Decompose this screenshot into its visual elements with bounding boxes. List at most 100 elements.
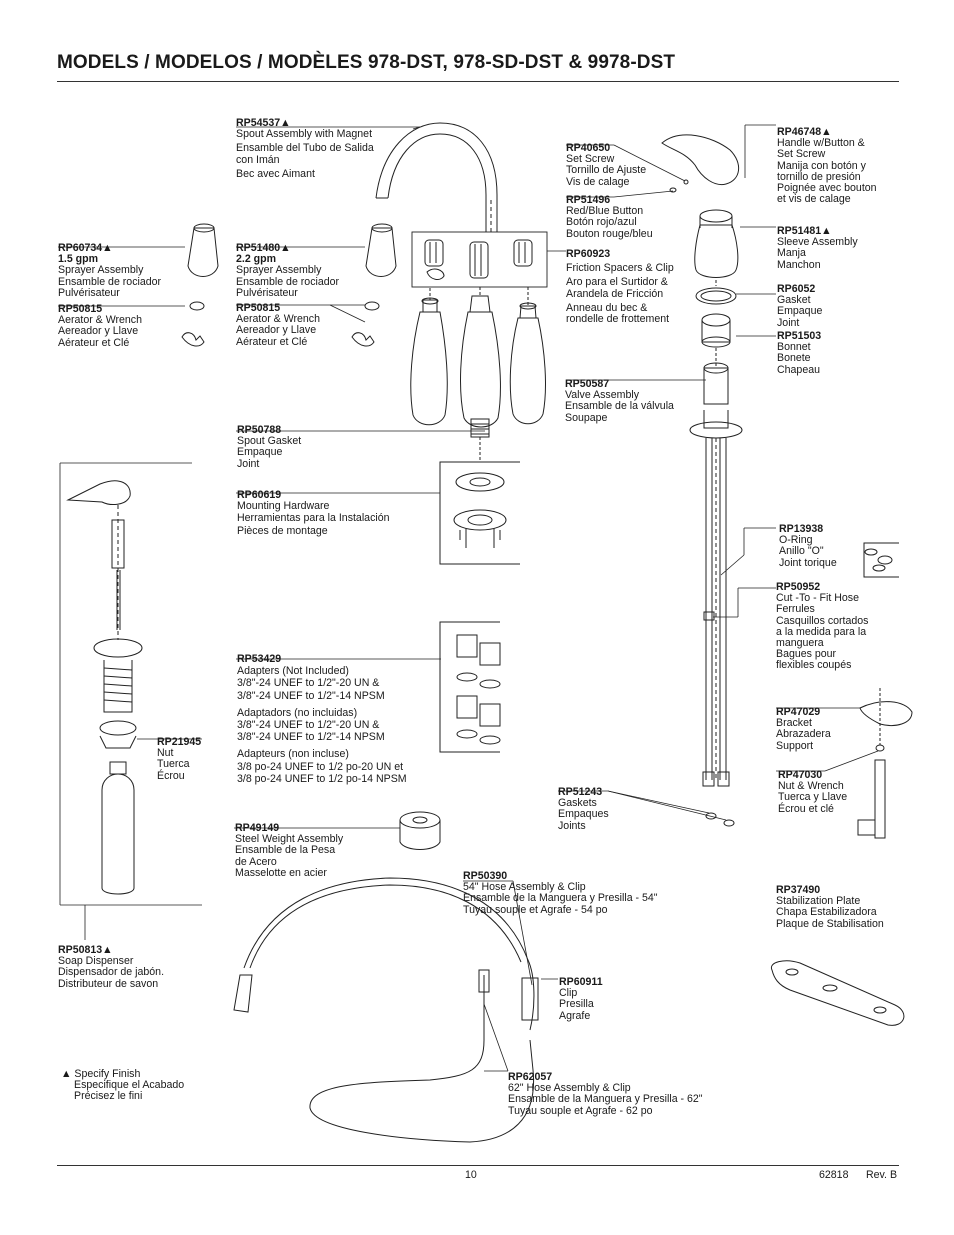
part-desc-line: Soap Dispenser <box>58 955 134 968</box>
part-desc-line: Dispensador de jabón. <box>58 966 165 979</box>
soap-dispenser-frame <box>59 462 202 906</box>
part-number: RP50952 <box>776 581 821 593</box>
part-desc-line: Bonete <box>777 352 811 365</box>
part-number: RP53429 <box>237 653 282 665</box>
part-desc-line: flexibles coupés <box>776 659 852 672</box>
part-label-rp46748: RP46748▲ Handle w/Button & Set Screw Man… <box>777 126 877 205</box>
part-label-rp51243: RP51243 Gaskets Empaques Joints <box>558 786 609 832</box>
part-desc-line: Presilla <box>559 998 594 1011</box>
part-desc-line: Écrou <box>157 769 185 782</box>
part-desc-line: Red/Blue Button <box>566 205 644 218</box>
part-label-rp60911: RP60911 Clip Presilla Agrafe <box>559 976 603 1022</box>
part-desc-line: Gasket <box>777 294 811 307</box>
page-title: MODELS / MODELOS / MODÈLES 978-DST, 978-… <box>57 52 676 73</box>
part-desc-line: Cut -To - Fit Hose <box>776 592 860 605</box>
part-desc-line: Anneau du bec & <box>566 301 648 314</box>
friction-spacers-box <box>411 231 548 288</box>
part-number: RP21945 <box>157 736 202 748</box>
part-desc-line: Poignée avec bouton <box>777 182 877 195</box>
legend-line: Especifique el Acabado <box>74 1079 185 1092</box>
stabilization-plate-drawing <box>770 960 905 1026</box>
part-desc-line: a la medida para la <box>776 625 867 638</box>
part-label-rp6052: RP6052 Gasket Empaque Joint <box>777 283 822 329</box>
part-desc-line: de Acero <box>235 855 277 868</box>
part-desc-line: Gaskets <box>558 797 597 810</box>
part-label-rp50952: RP50952 Cut -To - Fit Hose Ferrules Casq… <box>776 581 869 672</box>
part-label-rp51496: RP51496 Red/Blue Button Botón rojo/azul … <box>566 194 653 240</box>
part-number: RP60923 <box>566 248 611 260</box>
part-desc-line: 1.5 gpm <box>58 253 99 266</box>
soap-dispenser-drawing <box>66 480 143 895</box>
part-number: RP49149 <box>235 822 280 834</box>
part-desc-line: Joint <box>237 457 260 470</box>
part-number: RP51243 <box>558 786 603 798</box>
part-number: RP51496 <box>566 194 611 206</box>
part-number: RP46748▲ <box>777 126 832 138</box>
part-label-rp13938: RP13938 O-Ring Anillo "O" Joint torique <box>779 523 837 569</box>
part-desc-line: Tuerca <box>157 758 190 771</box>
part-desc-line: Nut <box>157 747 174 760</box>
part-label-rp53429: RP53429 Adapters (Not Included) 3/8"-24 … <box>237 653 407 785</box>
gaskets-drawing <box>705 812 735 827</box>
part-label-rp50815-left: RP50815 Aerator & Wrench Aereador y Llav… <box>58 303 142 349</box>
sprayer-heads-drawing <box>181 223 397 347</box>
part-desc-line: Adapteurs (non incluse) <box>237 748 349 761</box>
adapters-box <box>439 621 501 753</box>
part-desc-line: 3/8"-24 UNEF to 1/2"-14 NPSM <box>237 689 385 702</box>
part-desc-line: Set Screw <box>777 148 826 161</box>
part-number: RP47030 <box>778 769 823 781</box>
spout-assembly-drawing <box>375 122 498 232</box>
part-number: RP50390 <box>463 870 508 882</box>
part-desc-line: Spout Assembly with Magnet <box>236 128 373 141</box>
part-desc-line: Manchon <box>777 258 821 271</box>
part-desc-line: Ensamble de la Manguera y Presilla - 62" <box>508 1093 703 1106</box>
part-label-rp60734: RP60734▲ 1.5 gpm Sprayer Assembly Ensamb… <box>58 242 162 299</box>
part-desc-line: tornillo de presión <box>777 170 861 183</box>
part-number: RP51481▲ <box>777 225 832 237</box>
part-number: RP62057 <box>508 1071 553 1083</box>
part-desc-line: Joint <box>777 316 800 329</box>
part-desc-line: Distributeur de savon <box>58 977 159 990</box>
part-desc-line: Arandela de Fricción <box>566 287 664 300</box>
part-desc-line: 3/8 po-24 UNEF to 1/2 po-14 NPSM <box>237 772 407 785</box>
part-label-rp51480: RP51480▲ 2.2 gpm Sprayer Assembly Ensamb… <box>236 242 339 299</box>
part-desc-line: Ensamble de rociador <box>58 275 162 288</box>
part-desc-line: 3/8 po-24 UNEF to 1/2 po-20 UN et <box>237 760 404 773</box>
part-desc-line: Bonnet <box>777 341 811 354</box>
part-desc-line: Herramientas para la Instalación <box>237 512 390 525</box>
part-number: RP51480▲ <box>236 242 291 254</box>
part-desc-line: Bec avec Aimant <box>236 167 315 180</box>
part-desc-line: Adapters (Not Included) <box>237 665 349 678</box>
part-desc-line: 62" Hose Assembly & Clip <box>508 1082 631 1095</box>
part-label-rp50788: RP50788 Spout Gasket Empaque Joint <box>237 424 301 470</box>
part-desc-line: Tuyau souple et Agrafe - 62 po <box>508 1104 653 1117</box>
part-number: RP50813▲ <box>58 944 113 956</box>
part-desc-line: Manja <box>777 247 806 260</box>
part-desc-line: Valve Assembly <box>565 389 639 402</box>
part-desc-line: Ensamble de la válvula <box>565 400 674 413</box>
part-label-rp37490: RP37490 Stabilization Plate Chapa Estabi… <box>776 884 884 930</box>
part-desc-line: Agrafe <box>559 1009 591 1022</box>
part-desc-line: Pièces de montage <box>237 524 328 537</box>
part-desc-line: manguera <box>776 637 824 650</box>
leader-lines <box>58 124 879 1072</box>
part-desc-line: Aérateur et Clé <box>58 336 130 349</box>
part-desc-line: Aereador y Llave <box>236 324 317 337</box>
part-desc-line: Adaptadors (no incluidas) <box>237 706 358 719</box>
part-desc-line: Casquillos cortados <box>776 614 869 627</box>
finish-legend: ▲ Specify Finish Especifique el Acabado … <box>61 1068 185 1103</box>
part-number: RP54537▲ <box>236 117 291 129</box>
part-label-rp50815-center: RP50815 Aerator & Wrench Aereador y Llav… <box>236 302 320 348</box>
part-desc-line: Aérateur et Clé <box>236 335 308 348</box>
part-desc-line: Aerator & Wrench <box>58 314 142 327</box>
part-desc-line: Joints <box>558 819 586 832</box>
part-desc-line: 3/8"-24 UNEF to 1/2"-14 NPSM <box>237 731 385 744</box>
part-label-rp51503: RP51503 Bonnet Bonete Chapeau <box>777 330 821 376</box>
part-number: RP50788 <box>237 424 282 436</box>
part-desc-line: Empaques <box>558 808 609 821</box>
part-label-rp21945: RP21945 Nut Tuerca Écrou <box>157 736 202 782</box>
part-desc-line: Pulvérisateur <box>58 286 120 299</box>
part-label-rp54537: RP54537▲ Spout Assembly with Magnet Ensa… <box>236 117 374 180</box>
part-number: RP37490 <box>776 884 821 896</box>
